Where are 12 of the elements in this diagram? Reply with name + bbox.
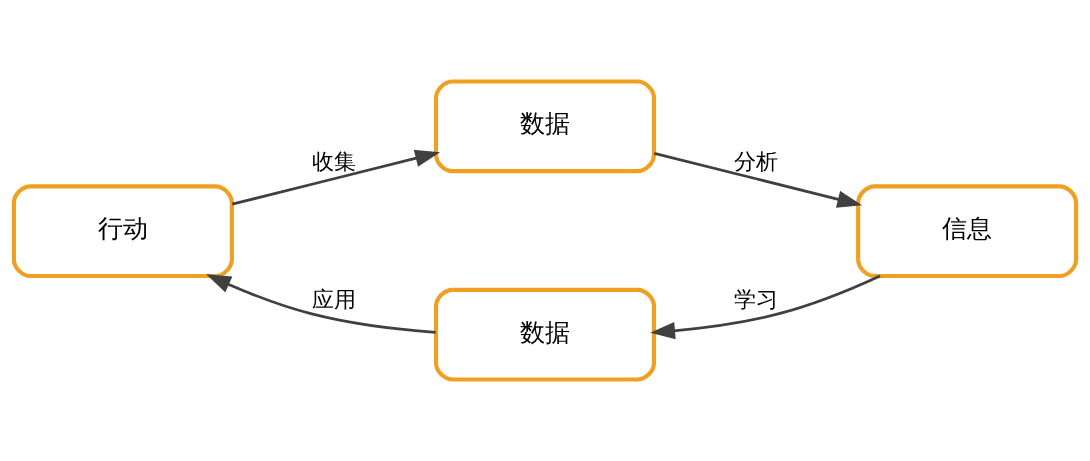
edge-label: 收集 bbox=[311, 148, 356, 174]
node-box: 信息 bbox=[856, 184, 1079, 279]
arrow bbox=[654, 152, 863, 208]
edge-label: 分析 bbox=[734, 148, 779, 174]
edge-label: 应用 bbox=[311, 286, 356, 312]
node-box: 行动 bbox=[11, 184, 234, 279]
node-box: 数据 bbox=[433, 79, 657, 174]
node-box: 数据 bbox=[433, 287, 657, 382]
arrow bbox=[206, 274, 436, 334]
edge-label: 学习 bbox=[734, 286, 779, 312]
arrow bbox=[650, 274, 881, 340]
arrow bbox=[231, 149, 441, 206]
